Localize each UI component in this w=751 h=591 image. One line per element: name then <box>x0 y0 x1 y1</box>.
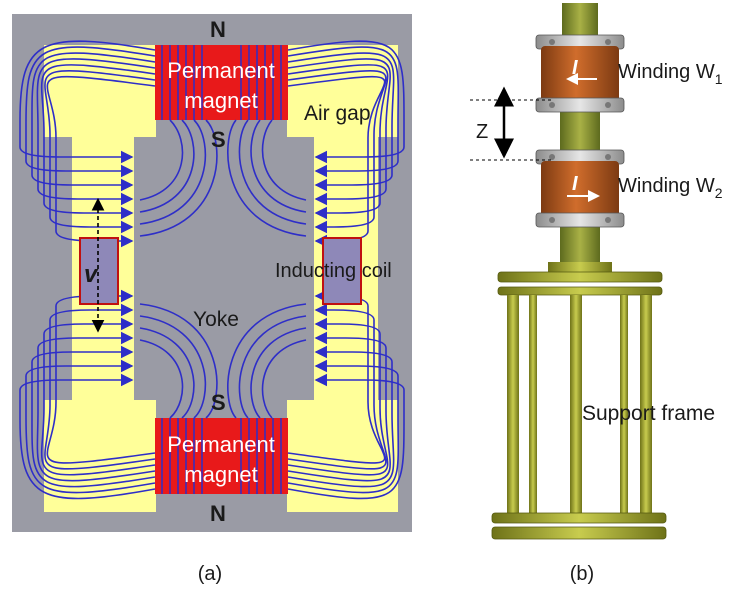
current-label-2: I <box>572 173 578 195</box>
magnet-bottom <box>155 418 288 494</box>
inducting-coil-label: Inducting coil <box>275 260 392 282</box>
pole-s-top: S <box>211 127 226 152</box>
flux-line <box>139 339 184 419</box>
flux-line <box>227 303 307 419</box>
flux-line <box>44 303 156 470</box>
magnet-bottom-label-1: Permanent <box>167 432 275 457</box>
flux-line <box>287 40 405 164</box>
flux-line <box>227 119 307 237</box>
flux-line <box>261 339 307 419</box>
flux-line <box>36 58 156 206</box>
shaft-middle <box>560 112 600 152</box>
flux-line <box>139 119 207 225</box>
flux-line <box>25 359 156 494</box>
inducting-coil-right <box>322 237 362 305</box>
flux-line <box>19 40 156 164</box>
magnet-top-label-1: Permanent <box>167 58 275 83</box>
pole-n-top: N <box>210 17 226 42</box>
winding-w2: I <box>535 149 625 228</box>
support-frame-label: Support frame <box>582 402 715 425</box>
flux-line <box>238 119 307 225</box>
flux-line <box>19 373 156 500</box>
flux-line <box>287 69 387 234</box>
flux-line <box>261 119 307 201</box>
flux-line <box>139 119 218 237</box>
magnet-top <box>155 45 288 120</box>
flux-line <box>139 119 184 201</box>
flux-line <box>287 46 400 178</box>
flux-line <box>139 327 195 419</box>
flux-line <box>40 64 156 220</box>
yoke-label: Yoke <box>193 308 239 331</box>
flux-line <box>287 373 405 500</box>
winding-w2-label: Winding W2 <box>618 175 723 201</box>
flux-line <box>25 46 156 178</box>
winding-w1-label: Winding W1 <box>618 61 723 87</box>
flux-line <box>139 303 218 419</box>
flux-line <box>250 327 307 419</box>
pole-s-bottom: S <box>211 390 226 415</box>
flux-line <box>31 52 156 192</box>
magnet-top-label-2: magnet <box>184 88 257 113</box>
flux-line <box>139 119 195 213</box>
panel-b: I I Z <box>470 3 723 585</box>
distance-z: Z <box>470 86 552 161</box>
flux-line <box>287 52 395 192</box>
flux-line <box>287 64 389 220</box>
flux-line <box>139 315 207 419</box>
panel-a: v N S S N Permanent magnet Permanent mag… <box>12 14 412 585</box>
flux-line <box>287 345 395 488</box>
caption-a: (a) <box>198 563 222 585</box>
air-gap-label: Air gap <box>304 102 371 125</box>
flux-lines <box>19 40 405 500</box>
current-label-1: I <box>572 57 578 79</box>
pole-n-bottom: N <box>210 501 226 526</box>
support-frame <box>491 262 667 540</box>
distance-label: Z <box>476 121 488 143</box>
flux-line <box>250 119 307 213</box>
flux-line <box>238 315 307 419</box>
flux-line <box>287 359 400 494</box>
flux-line <box>46 75 156 248</box>
flux-line <box>287 317 389 476</box>
flux-line <box>287 303 387 470</box>
magnet-bottom-label-2: magnet <box>184 462 257 487</box>
shaft-lower <box>560 220 600 270</box>
caption-b: (b) <box>570 563 594 585</box>
winding-w1: I <box>535 34 625 113</box>
flux-line <box>36 331 156 482</box>
flux-line <box>31 345 156 488</box>
flux-line <box>46 289 156 464</box>
flux-line <box>287 58 391 206</box>
flux-line <box>44 70 156 234</box>
velocity-label: v <box>84 261 99 288</box>
flux-line <box>40 317 156 476</box>
flux-line <box>287 331 391 482</box>
